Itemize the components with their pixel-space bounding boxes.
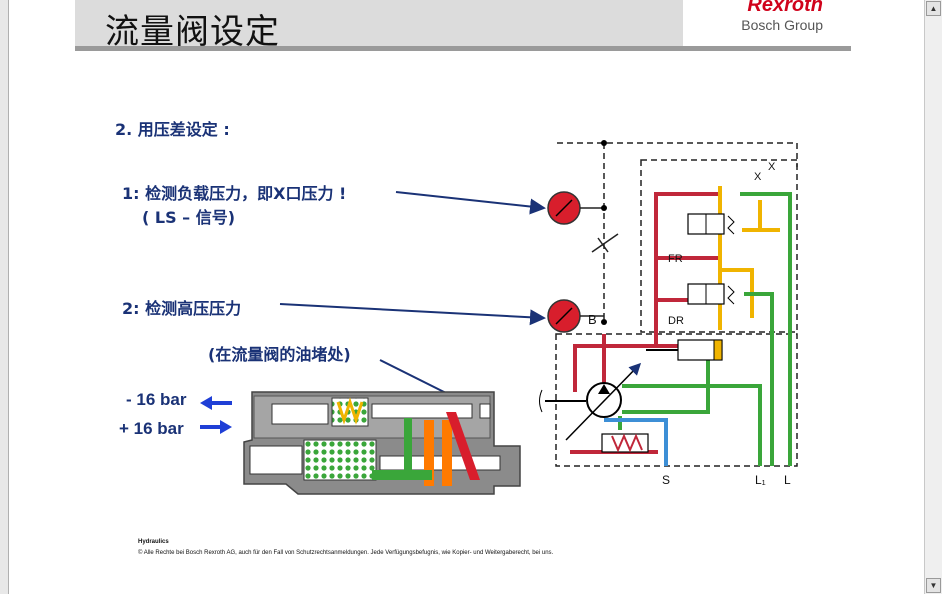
header-rule <box>75 46 851 51</box>
label-l: L <box>784 473 791 487</box>
pressure-plus-label: + 16 bar <box>119 419 184 438</box>
label-fr: FR <box>668 253 683 265</box>
footer-copyright: © Alle Rechte bei Bosch Rexroth AG, auch… <box>138 550 554 556</box>
valve-fr-icon <box>687 213 735 235</box>
item-3: (在流量阀的油堵处) <box>208 345 351 364</box>
item-1-line-1: 1: 检测负载压力，即X口压力 ! <box>122 184 347 203</box>
arrow-right-icon <box>200 420 232 434</box>
section-heading: 2. 用压差设定 : <box>115 120 230 139</box>
label-b: B <box>588 312 597 327</box>
brand-group: Bosch Group <box>741 17 823 33</box>
scroll-up-arrow-icon[interactable]: ▲ <box>926 1 941 16</box>
label-s: S <box>662 473 670 487</box>
scroll-down-arrow-icon[interactable]: ▼ <box>926 578 941 593</box>
arrow-left-icon <box>200 396 232 410</box>
label-l1: L₁ <box>755 473 766 487</box>
brand-logo: Rexroth Bosch Group <box>683 0 851 46</box>
pump-icon <box>539 362 642 441</box>
valve-cutaway-illustration <box>243 391 521 495</box>
item-2: 2: 检测高压压力 <box>122 299 242 318</box>
window-left-edge <box>0 0 9 594</box>
gauge-x-icon <box>547 191 581 225</box>
gauge-b-icon <box>547 299 581 333</box>
header-band <box>75 0 683 46</box>
pointer-arrow-1 <box>395 191 546 215</box>
item-1-line-2: ( LS – 信号) <box>142 208 236 227</box>
vertical-scrollbar[interactable]: ▲ ▼ <box>924 0 942 594</box>
footer-title: Hydraulics <box>138 539 169 545</box>
label-x-1: X <box>768 161 776 173</box>
label-dr: DR <box>668 315 684 327</box>
pressure-minus-label: - 16 bar <box>126 390 187 409</box>
slide-title: 流量阀设定 <box>105 12 280 52</box>
valve-dr-icon <box>687 283 735 305</box>
brand-name: Rexroth <box>747 0 823 16</box>
label-x-2: X <box>754 171 762 183</box>
pointer-arrow-2 <box>279 303 546 326</box>
